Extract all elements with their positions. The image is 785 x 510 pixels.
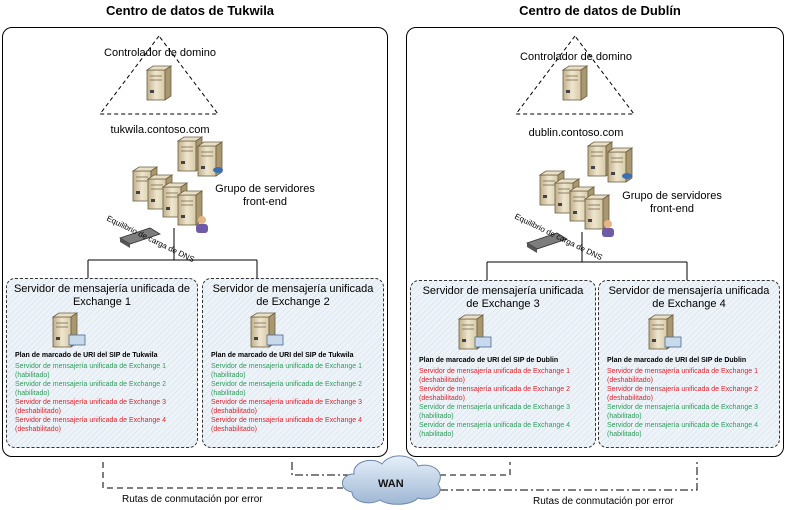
dial-plan-list: Servidor de mensajería unificada de Exch… xyxy=(419,367,570,439)
domain-controller-icon xyxy=(98,35,220,115)
dial-plan-title: Plan de marcado de URI del SIP de Tukwil… xyxy=(15,352,158,359)
dial-plan-entry: Servidor de mensajería unificada de Exch… xyxy=(211,363,362,379)
dial-plan-entry: Servidor de mensajería unificada de Exch… xyxy=(419,404,570,420)
um-server-icon xyxy=(458,314,492,350)
dial-plan-entry: Servidor de mensajería unificada de Exch… xyxy=(607,386,758,402)
pool-label-line1: Grupo de servidores xyxy=(622,190,722,202)
um-server-icon xyxy=(52,312,86,348)
domain-controller-icon xyxy=(514,35,636,115)
failover-routes-label-left: Rutas de conmutación por error xyxy=(122,494,263,505)
um-server-icon xyxy=(648,314,682,350)
pool-label: Grupo de servidores front-end xyxy=(205,183,325,209)
server-icon xyxy=(539,141,633,230)
um-server-box-exchange-3: Servidor de mensajería unificada de Exch… xyxy=(410,280,596,448)
datacenter-title-tukwila: Centro de datos de Tukwila xyxy=(105,3,275,18)
pool-label-line2: front-end xyxy=(242,196,288,208)
dial-plan-entry: Servidor de mensajería unificada de Exch… xyxy=(211,399,362,415)
dial-plan-entry: Servidor de mensajería unificada de Exch… xyxy=(419,386,570,402)
pool-label-line1: Grupo de servidores xyxy=(215,183,315,195)
um-server-icon xyxy=(250,312,284,348)
um-server-box-exchange-4: Servidor de mensajería unificada de Exch… xyxy=(598,280,780,448)
um-server-title: Servidor de mensajería unificada de Exch… xyxy=(608,285,770,310)
dial-plan-entry: Servidor de mensajería unificada de Exch… xyxy=(607,404,758,420)
server-icon xyxy=(132,136,223,226)
um-server-box-exchange-2: Servidor de mensajería unificada de Exch… xyxy=(202,278,384,448)
um-server-title: Servidor de mensajería unificada de Exch… xyxy=(13,283,191,308)
um-server-box-exchange-1: Servidor de mensajería unificada de Exch… xyxy=(6,278,198,448)
pool-label-line2: front-end xyxy=(649,203,695,215)
dial-plan-list: Servidor de mensajería unificada de Exch… xyxy=(15,362,166,434)
user-icon xyxy=(196,216,208,233)
dial-plan-entry: Servidor de mensajería unificada de Exch… xyxy=(419,422,570,438)
domain-controller-label: Controlador de domino xyxy=(520,51,632,63)
dial-plan-title: Plan de marcado de URI del SIP de Tukwil… xyxy=(211,352,354,359)
failover-routes-label-right: Rutas de conmutación por error xyxy=(533,496,674,507)
dial-plan-entry: Servidor de mensajería unificada de Exch… xyxy=(15,417,166,433)
dial-plan-entry: Servidor de mensajería unificada de Exch… xyxy=(607,368,758,384)
pool-label: Grupo de servidores front-end xyxy=(612,190,732,216)
dial-plan-entry: Servidor de mensajería unificada de Exch… xyxy=(15,381,166,397)
domain-controller-label: Controlador de domino xyxy=(104,47,216,59)
dial-plan-entry: Servidor de mensajería unificada de Exch… xyxy=(211,381,362,397)
dial-plan-entry: Servidor de mensajería unificada de Exch… xyxy=(419,368,570,384)
um-server-title: Servidor de mensajería unificada de Exch… xyxy=(212,283,374,308)
domain-name: dublin.contoso.com xyxy=(528,127,624,139)
dial-plan-entry: Servidor de mensajería unificada de Exch… xyxy=(15,363,166,379)
dial-plan-list: Servidor de mensajería unificada de Exch… xyxy=(607,367,758,439)
um-server-title: Servidor de mensajería unificada de Exch… xyxy=(422,285,584,310)
load-balancer-icon xyxy=(119,227,161,248)
dial-plan-title: Plan de marcado de URI del SIP de Dublin xyxy=(607,357,747,364)
dial-plan-entry: Servidor de mensajería unificada de Exch… xyxy=(15,399,166,415)
datacenter-title-dublin: Centro de datos de Dublín xyxy=(519,3,681,18)
domain-name: tukwila.contoso.com xyxy=(110,124,210,136)
load-balancer-icon xyxy=(526,232,568,253)
dial-plan-entry: Servidor de mensajería unificada de Exch… xyxy=(607,422,758,438)
dial-plan-title: Plan de marcado de URI del SIP de Dublin xyxy=(419,357,559,364)
cloud-icon xyxy=(342,455,441,505)
user-icon xyxy=(602,220,614,237)
wan-label: WAN xyxy=(378,478,404,490)
dial-plan-list: Servidor de mensajería unificada de Exch… xyxy=(211,362,362,434)
dial-plan-entry: Servidor de mensajería unificada de Exch… xyxy=(211,417,362,433)
